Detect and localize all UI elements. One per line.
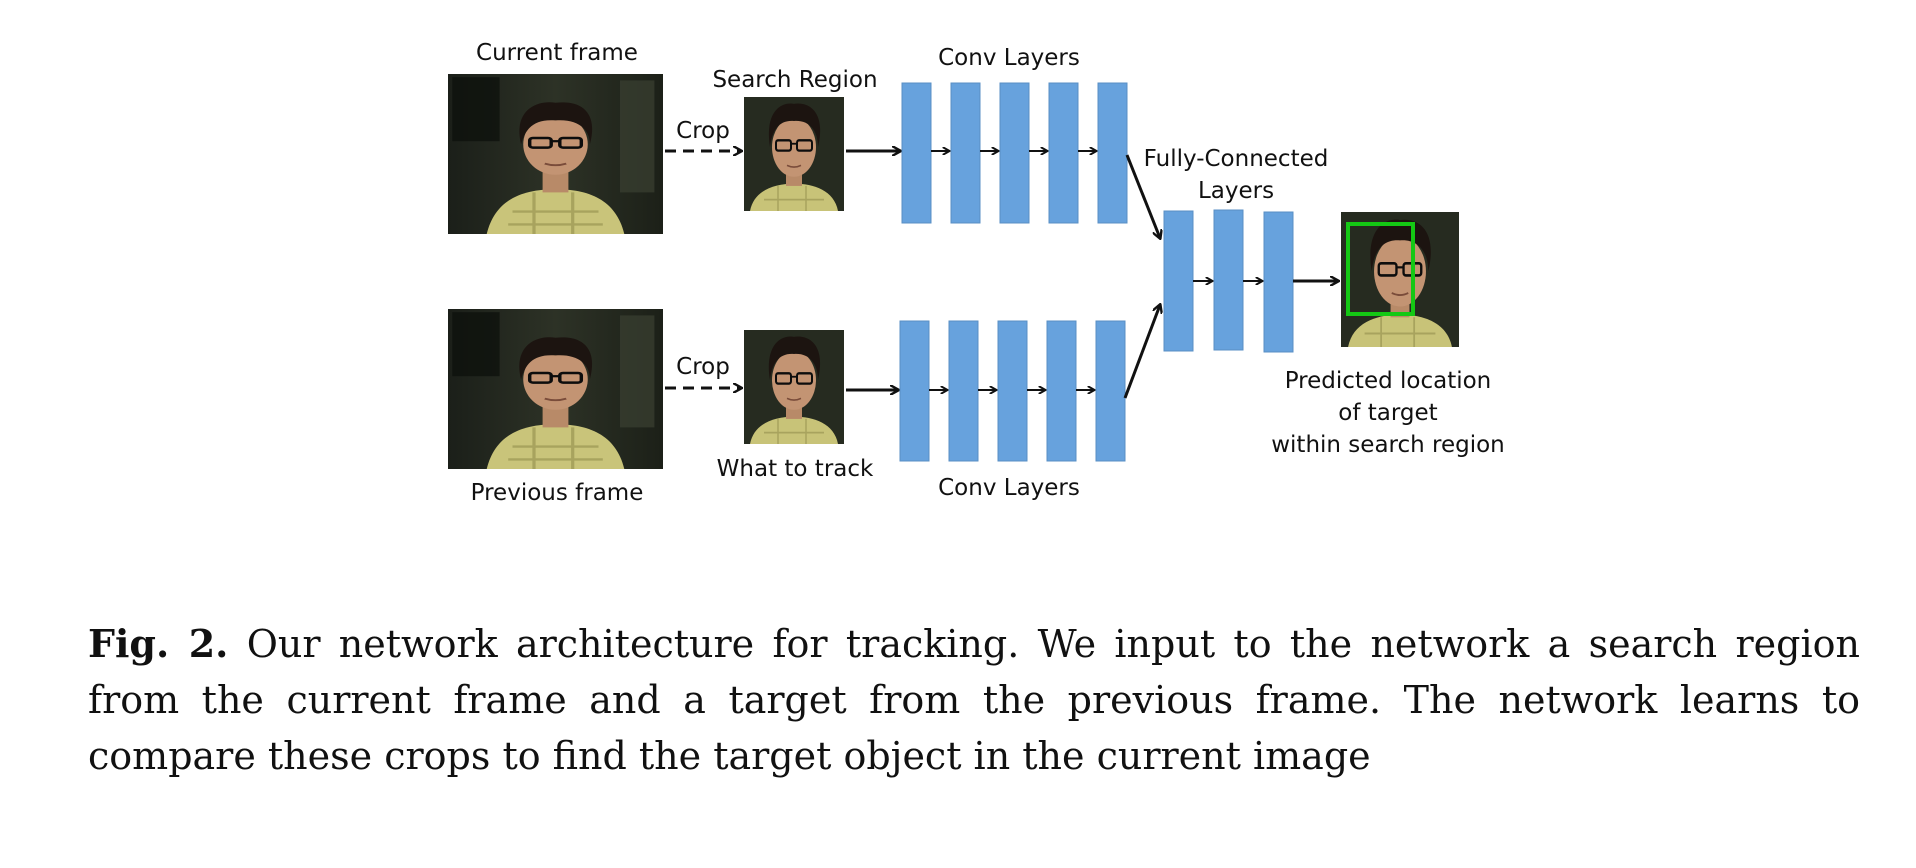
- predicted-label-line1: Predicted location: [1285, 368, 1492, 394]
- fc-layer: [1163, 210, 1194, 352]
- crop-label-top: Crop: [676, 118, 730, 144]
- conv-layer: [997, 320, 1028, 462]
- fc-layers-label-line1: Fully-Connected: [1144, 146, 1329, 172]
- previous-frame-image: [448, 309, 663, 469]
- conv-stack-bottom: [899, 320, 1126, 462]
- conv-layer: [950, 82, 981, 224]
- conv-layer: [899, 320, 930, 462]
- predicted-location-image: [1341, 212, 1459, 347]
- conv-layer: [1095, 320, 1126, 462]
- conv-layers-label-bottom: Conv Layers: [938, 475, 1080, 501]
- fc-layer: [1263, 211, 1294, 353]
- figure-caption-text: Our network architecture for tracking. W…: [88, 622, 1860, 778]
- search-region-image: [744, 97, 844, 211]
- figure-caption: Fig. 2. Our network architecture for tra…: [88, 616, 1860, 784]
- conv-layer: [1097, 82, 1128, 224]
- fc-stack: [1163, 209, 1294, 353]
- conv-layer: [948, 320, 979, 462]
- conv-layers-label-top: Conv Layers: [938, 45, 1080, 71]
- predicted-label-line2: of target: [1338, 400, 1437, 426]
- previous-frame-label: Previous frame: [471, 480, 644, 506]
- predicted-bounding-box: [1346, 222, 1415, 316]
- conv-layer: [999, 82, 1030, 224]
- conv-layer: [901, 82, 932, 224]
- fc-layers-label-line2: Layers: [1198, 178, 1274, 204]
- what-to-track-image: [744, 330, 844, 444]
- current-frame-label: Current frame: [476, 40, 638, 66]
- conv-layer: [1046, 320, 1077, 462]
- crop-label-bottom: Crop: [676, 354, 730, 380]
- fc-layer: [1213, 209, 1244, 351]
- current-frame-image: [448, 74, 663, 234]
- what-to-track-label: What to track: [717, 456, 874, 482]
- conv-layer: [1048, 82, 1079, 224]
- predicted-label-line3: within search region: [1271, 432, 1505, 458]
- merge-arrow-bottom: [1123, 305, 1160, 399]
- conv-stack-top: [901, 82, 1128, 224]
- architecture-diagram: Current frame Previous frame Crop Crop S…: [448, 40, 1505, 506]
- merge-arrow-top: [1125, 154, 1160, 238]
- search-region-label: Search Region: [712, 67, 877, 93]
- figure-caption-label: Fig. 2.: [88, 621, 229, 666]
